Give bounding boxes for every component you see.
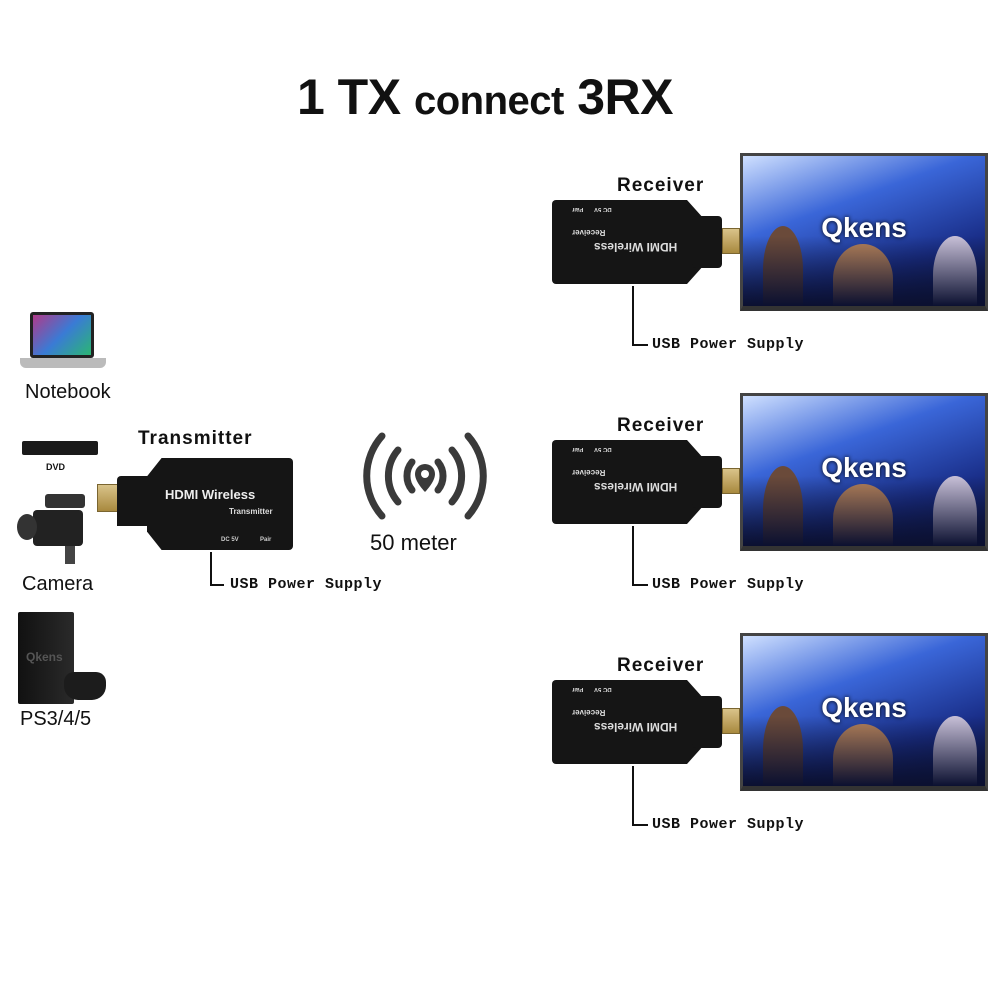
page-title: 1 TX connect 3RX [0,68,970,126]
dc-port-label: DC 5V [594,686,612,692]
transmitter-subtext: Transmitter [229,507,273,516]
receiver-group-1: Receiver HDMI Wireless Receiver DC 5V Pa… [0,0,1000,353]
receiver-power-label: USB Power Supply [652,576,805,593]
range-label: 50 meter [370,530,457,555]
receiver-heading: Receiver [617,175,705,196]
receiver-group-3: Receiver HDMI Wireless Receiver DC 5V Pa… [0,480,1000,833]
receiver-device: HDMI Wireless Receiver DC 5V Pair [552,440,742,524]
power-line [210,552,224,586]
source-label-notebook: Notebook [25,381,111,403]
receiver-power-label: USB Power Supply [652,816,805,833]
title-tx: 1 TX [296,69,401,125]
tv-brand: Qkens [821,212,907,243]
receiver-text: HDMI Wireless [594,720,678,734]
dvd-player-icon [22,437,98,459]
source-label-ps: PS3/4/5 [20,708,92,730]
receiver-device: HDMI Wireless Receiver DC 5V Pair [552,200,742,284]
receiver-group-2: Receiver HDMI Wireless Receiver DC 5V Pa… [0,240,1000,593]
power-line [632,766,648,826]
pair-button-label: Pair [572,446,584,452]
power-line [632,286,648,346]
console-brand: Qkens [26,650,63,664]
tv-brand: Qkens [821,452,907,483]
transmitter-heading: Transmitter [138,428,253,449]
tv-screen: Qkens [740,633,988,791]
hdmi-plug [722,468,740,494]
source-label-camera: Camera [22,573,94,595]
dc-port-label: DC 5V [594,206,612,212]
receiver-subtext: Receiver [572,468,606,477]
hdmi-plug [722,228,740,254]
hdmi-plug [722,708,740,734]
receiver-subtext: Receiver [572,228,606,237]
title-connect: connect [413,79,564,123]
receiver-power-label: USB Power Supply [652,336,805,353]
receiver-device: HDMI Wireless Receiver DC 5V Pair [552,680,742,764]
title-rx: 3RX [577,69,674,125]
pair-button-label: Pair [572,206,584,212]
transmitter-power-label: USB Power Supply [230,576,383,593]
tv-screen: Qkens [740,153,988,311]
notebook-icon [20,312,106,374]
power-line [632,526,648,586]
dc-port-label: DC 5V [594,446,612,452]
source-label-dvd: DVD [46,462,66,472]
pair-button-label: Pair [572,686,584,692]
tv-screen: Qkens [740,393,988,551]
receiver-heading: Receiver [617,655,705,676]
camera-icon [15,490,95,566]
transmitter-text: HDMI Wireless [165,487,256,502]
dc-port-label: DC 5V [221,537,239,543]
transmitter-device: HDMI Wireless Transmitter DC 5V Pair [97,458,293,550]
wireless-signal-icon [363,432,487,520]
game-console-icon: Qkens [18,612,106,706]
receiver-heading: Receiver [617,415,705,436]
tv-brand: Qkens [821,692,907,723]
receiver-subtext: Receiver [572,708,606,717]
pair-button-label: Pair [260,537,272,543]
